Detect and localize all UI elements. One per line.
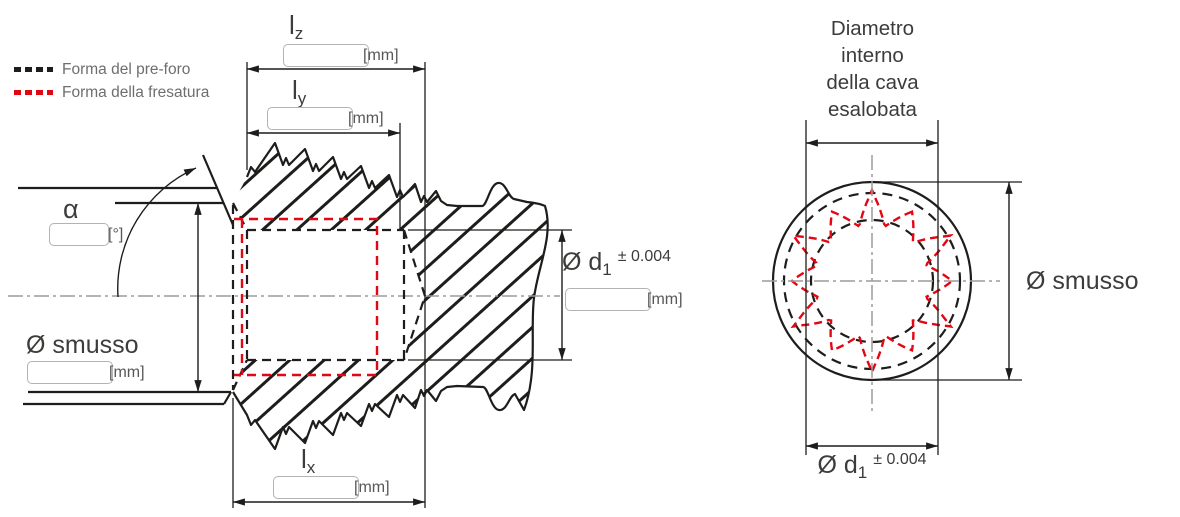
label-lx: lx xyxy=(301,444,316,477)
legend-item-fresatura: Forma della fresatura xyxy=(14,83,210,101)
label-smusso-front: Ø smusso xyxy=(1026,267,1139,295)
legend-item-pre-foro: Forma del pre-foro xyxy=(14,62,209,78)
thread-profile-outline xyxy=(232,141,549,451)
fresatura-swatch-icon xyxy=(14,89,53,95)
smusso-input[interactable] xyxy=(27,361,113,384)
dim-alpha-arc xyxy=(117,167,197,298)
alpha-input[interactable] xyxy=(49,223,109,246)
chamfer-edge-line xyxy=(201,154,235,226)
ly-input[interactable] xyxy=(267,107,353,130)
label-alpha: α xyxy=(63,194,79,224)
label-d1: Ø d1± 0.004 xyxy=(562,248,672,279)
front-view-title: Diametro interno della cava esalobata xyxy=(826,17,919,121)
entry-face-edges xyxy=(18,154,235,406)
pre-foro-swatch-icon xyxy=(14,67,53,73)
ly-unit: [mm] xyxy=(348,110,384,127)
d1-unit: [mm] xyxy=(647,291,683,308)
dimension-lines xyxy=(117,65,566,506)
lx-unit: [mm] xyxy=(354,479,390,496)
label-lz: lz xyxy=(289,10,304,43)
hexalobe-milling-profile xyxy=(790,186,954,376)
legend: Forma del pre-foro Forma della fresatura xyxy=(14,62,209,100)
label-d1-front: Ø d1± 0.004 xyxy=(817,451,927,482)
lz-unit: [mm] xyxy=(363,47,399,64)
lx-input[interactable] xyxy=(273,476,359,499)
front-extension-lines xyxy=(805,120,1022,455)
d1-input[interactable] xyxy=(565,288,651,311)
alpha-unit: [°] xyxy=(108,226,124,243)
legend-label: Forma del pre-foro xyxy=(62,61,191,78)
label-smusso: Ø smusso xyxy=(26,331,139,359)
label-ly: ly xyxy=(292,75,307,108)
front-view xyxy=(762,120,1022,455)
front-dimension-lines xyxy=(806,139,1013,450)
lz-input[interactable] xyxy=(283,44,369,67)
smusso-unit: [mm] xyxy=(109,364,145,381)
fresatura-outline xyxy=(234,217,379,377)
legend-label: Forma della fresatura xyxy=(62,83,210,101)
extension-lines xyxy=(232,62,572,508)
section-view xyxy=(8,62,572,508)
